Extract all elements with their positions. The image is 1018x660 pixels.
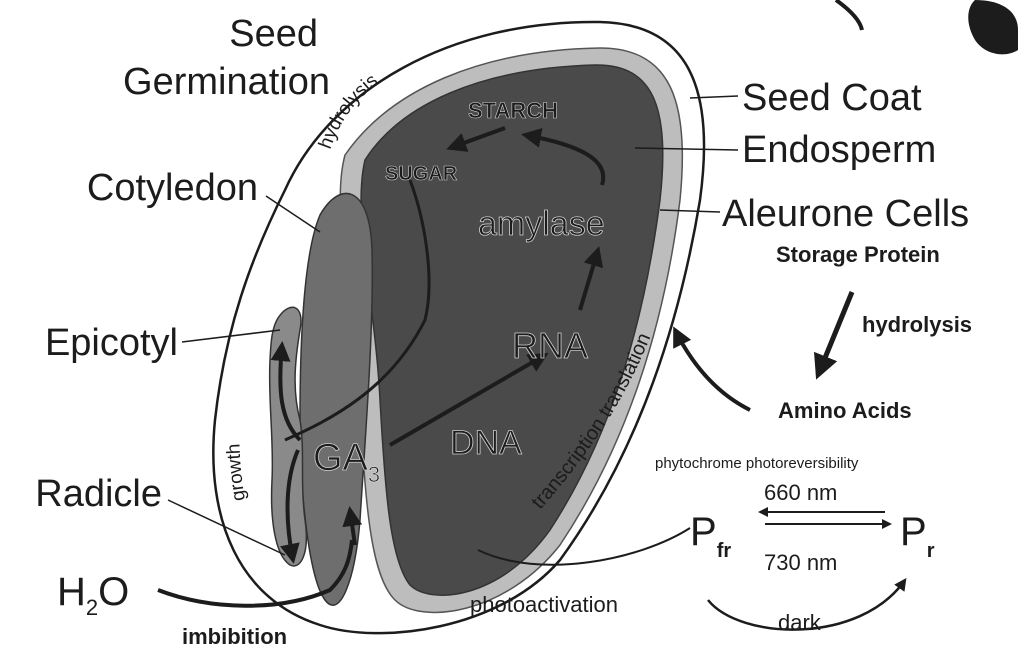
cotyledon-label: Cotyledon <box>87 167 258 209</box>
amino-into-seed-arrow <box>675 330 750 410</box>
water-label: H2O <box>57 570 129 620</box>
dark-label: dark <box>778 610 822 635</box>
germination-title: Germination <box>123 61 330 103</box>
corner-arc-mark <box>836 0 862 30</box>
dna-label: DNA <box>450 424 522 462</box>
sugar-label: SUGAR <box>385 163 458 185</box>
pr-label: Pr <box>900 510 935 562</box>
phytochrome-label: phytochrome photoreversibility <box>655 455 859 472</box>
imbibition-label: imbibition <box>182 624 287 649</box>
photoactivation-label: photoactivation <box>470 592 618 617</box>
radicle-label: Radicle <box>35 473 162 515</box>
nm660-label: 660 nm <box>764 480 837 505</box>
amylase-label: amylase <box>478 205 605 243</box>
pfr-label: Pfr <box>690 510 731 562</box>
seed-title: Seed <box>229 13 318 55</box>
storage-to-amino-arrow <box>818 292 852 375</box>
seed-silhouette-icon <box>968 0 1018 54</box>
hydrolysis-right-label: hydrolysis <box>862 312 972 337</box>
amino-acids-label: Amino Acids <box>778 398 912 423</box>
nm730-label: 730 nm <box>764 550 837 575</box>
rna-label: RNA <box>512 325 588 366</box>
epicotyl-label: Epicotyl <box>45 322 178 364</box>
storage-protein-label: Storage Protein <box>776 242 940 267</box>
endosperm-label: Endosperm <box>742 129 936 171</box>
seed-coat-label: Seed Coat <box>742 77 922 119</box>
starch-label: STARCH <box>468 98 558 123</box>
aleurone-cells-label: Aleurone Cells <box>722 193 969 235</box>
